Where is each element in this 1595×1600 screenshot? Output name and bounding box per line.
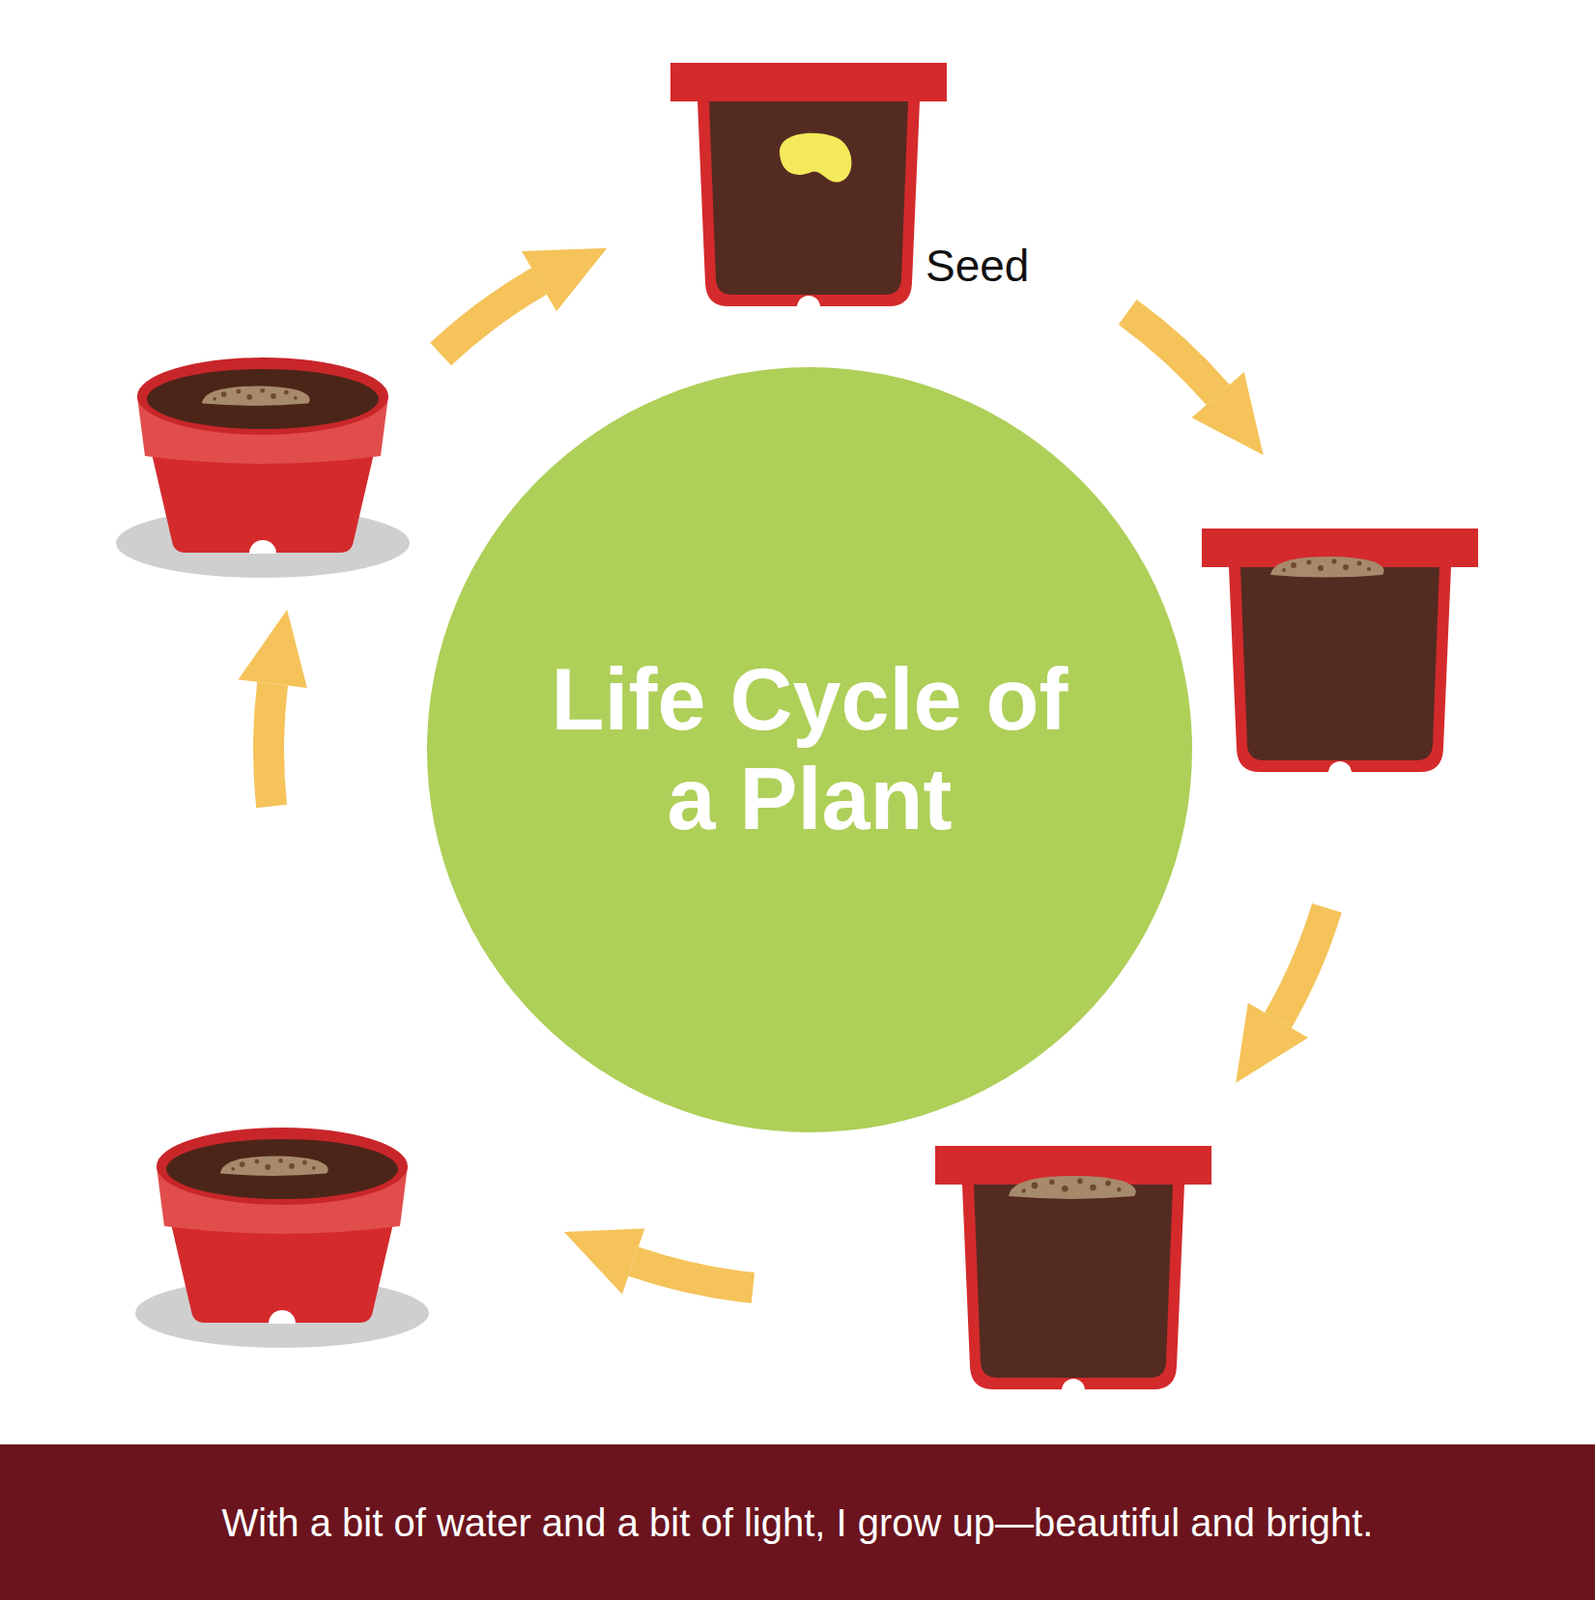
pot <box>1201 528 1479 773</box>
caption: With a bit of water and a bit of light, … <box>222 1498 1374 1547</box>
cycle-arrow <box>552 1209 761 1325</box>
soil-mound <box>1270 556 1385 577</box>
pot <box>935 1145 1212 1391</box>
cycle-arrow <box>419 209 621 380</box>
seed-bean <box>779 133 853 183</box>
cycle-arrow <box>1106 284 1296 472</box>
cycle-arrow <box>1215 894 1362 1103</box>
caption-band: With a bit of water and a bit of light, … <box>0 1444 1595 1600</box>
flower-pot <box>135 1127 429 1348</box>
soil-mound <box>1008 1175 1137 1199</box>
cycle-circle: Life Cycle of a Plant <box>427 367 1193 1133</box>
flower-pot <box>115 357 410 578</box>
stage-label: Seed <box>925 239 1029 292</box>
cycle-arrow <box>233 607 311 807</box>
seed-pot <box>670 62 947 308</box>
soil-mound <box>201 386 311 406</box>
circle-title: Life Cycle of a Plant <box>539 650 1081 851</box>
pot <box>670 62 947 308</box>
soil-mound <box>220 1156 329 1176</box>
